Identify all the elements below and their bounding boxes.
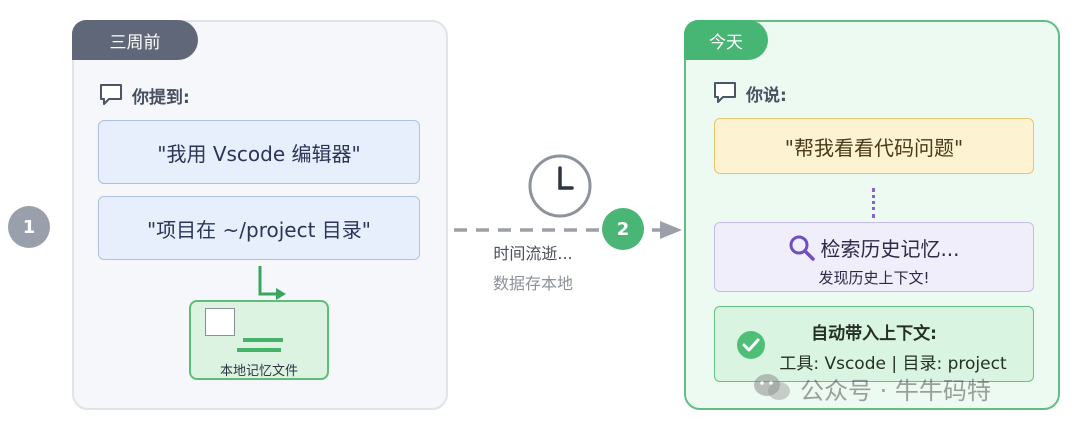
- search-title: 检索历史记忆...: [820, 237, 960, 261]
- data-stored-label: 数据存本地: [492, 274, 573, 293]
- save-arrow-icon: [258, 266, 286, 300]
- file-line-icon: [237, 348, 281, 352]
- auto-context-box: 自动带入上下文: 工具: Vscode | 目录: project: [714, 306, 1034, 382]
- left-speaker-label: 你提到:: [132, 87, 190, 108]
- left-quote-editor: "我用 Vscode 编辑器": [98, 120, 420, 184]
- left-speaker: 你提到:: [98, 82, 190, 108]
- right-speaker: 你说:: [712, 80, 787, 106]
- clock-icon: [528, 154, 592, 218]
- left-panel-tag: 三周前: [72, 20, 198, 60]
- context-title: 自动带入上下文:: [811, 324, 937, 344]
- time-arrow: [454, 221, 682, 239]
- speech-bubble-icon: [100, 84, 122, 105]
- context-detail: 工具: Vscode | 目录: project: [779, 354, 1007, 374]
- file-thumbnail-icon: [205, 308, 235, 336]
- magnifier-icon: [789, 235, 816, 261]
- file-line-icon: [243, 338, 283, 342]
- watermark-text: 公众号 · 牛牛码特: [800, 376, 991, 405]
- step-one-badge: 1: [8, 206, 50, 248]
- search-subtitle: 发现历史上下文!: [818, 269, 930, 287]
- right-panel-tag: 今天: [684, 20, 768, 60]
- check-icon: [737, 331, 765, 359]
- right-speaker-label: 你说:: [746, 85, 787, 106]
- dotted-connector: [872, 188, 876, 218]
- file-label: 本地记忆文件: [219, 364, 298, 379]
- left-quote-project: "项目在 ~/project 目录": [98, 196, 420, 260]
- watermark: 公众号 · 牛牛码特: [752, 368, 1052, 408]
- search-title-row: 检索历史记忆...: [715, 233, 1033, 262]
- time-passes-label: 时间流逝...: [493, 244, 573, 263]
- local-memory-file: 本地记忆文件: [189, 300, 329, 380]
- speech-bubble-icon: [714, 82, 736, 103]
- memory-search-box: 检索历史记忆... 发现历史上下文!: [714, 222, 1034, 292]
- step-two-badge: 2: [602, 208, 644, 250]
- right-quote: "帮我看看代码问题": [714, 118, 1034, 174]
- wechat-icon: [754, 374, 790, 400]
